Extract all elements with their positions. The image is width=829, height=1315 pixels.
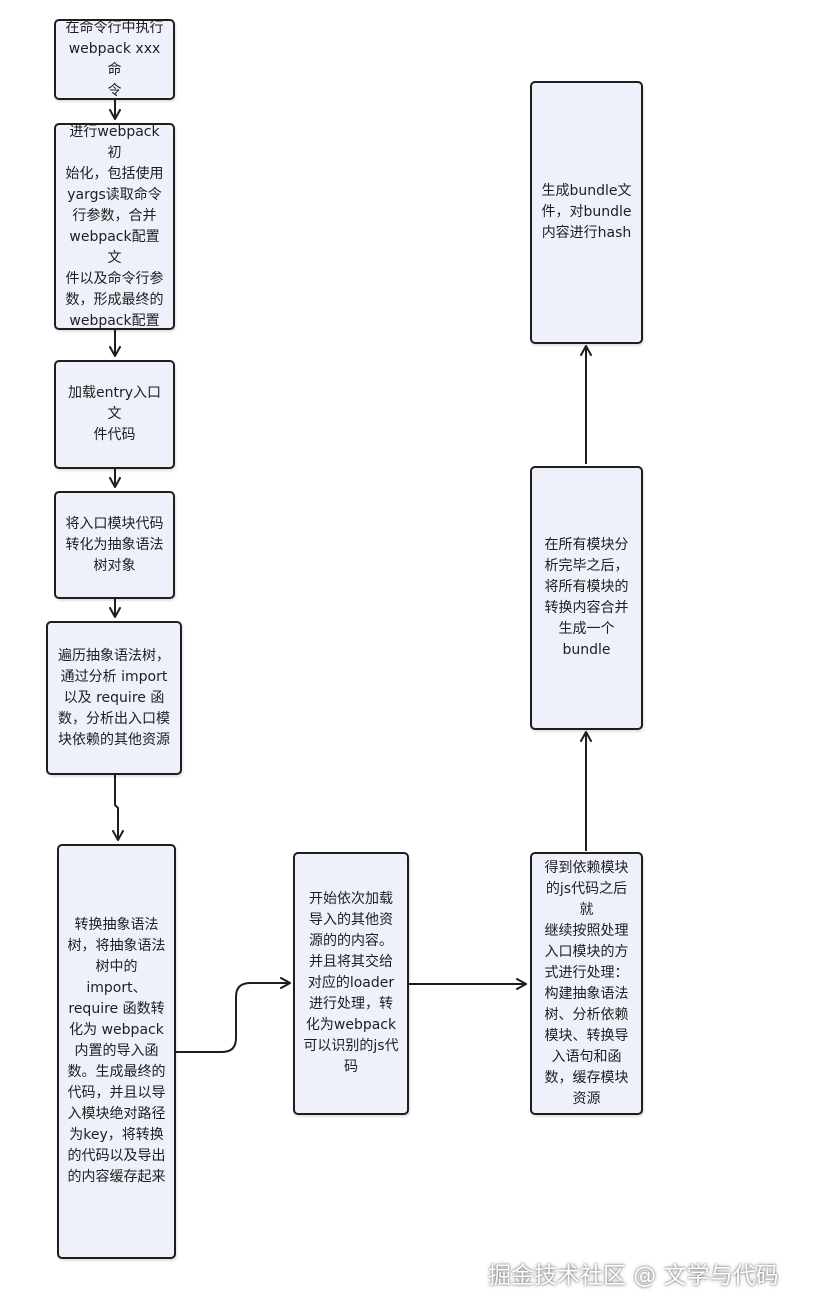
step-process-dependency-modules: 得到依赖模块 的js代码之后就 继续按照处理 入口模块的方 式进行处理： 构建抽… [530, 852, 643, 1115]
watermark: 掘金技术社区 @ 文学与代码 [488, 1263, 779, 1289]
edge-n5-n6 [112, 775, 124, 841]
step-text: 开始依次加载 导入的其他资 源的的内容。 并且将其交给 对应的loader 进行… [303, 891, 399, 1075]
step-text: 在所有模块分 析完毕之后， 将所有模块的 转换内容合并 生成一个 bundle [544, 537, 629, 658]
step-text: 将入口模块代码 转化为抽象语法 树对象 [65, 515, 164, 574]
step-generate-bundle-file: 生成bundle文 件，对bundle 内容进行hash [530, 81, 643, 344]
step-run-webpack-command: 在命令行中执行 webpack xxx 命 令 [54, 19, 175, 100]
step-text: 生成bundle文 件，对bundle 内容进行hash [541, 183, 632, 241]
step-load-dependencies-with-loaders: 开始依次加载 导入的其他资 源的的内容。 并且将其交给 对应的loader 进行… [293, 852, 409, 1115]
step-text: 转换抽象语法 树，将抽象语法 树中的 import、 require 函数转 化… [67, 917, 166, 1185]
step-text: 得到依赖模块 的js代码之后就 继续按照处理 入口模块的方 式进行处理： 构建抽… [544, 859, 629, 1107]
step-text: 在命令行中执行 webpack xxx 命 令 [65, 19, 164, 99]
step-merge-into-bundle: 在所有模块分 析完毕之后， 将所有模块的 转换内容合并 生成一个 bundle [530, 466, 643, 730]
step-transform-ast-and-cache: 转换抽象语法 树，将抽象语法 树中的 import、 require 函数转 化… [57, 844, 176, 1259]
step-traverse-ast-dependencies: 遍历抽象语法树， 通过分析 import 以及 require 函 数，分析出入… [46, 621, 182, 775]
step-parse-to-ast: 将入口模块代码 转化为抽象语法 树对象 [54, 491, 175, 599]
step-load-entry-file: 加载entry入口文 件代码 [54, 360, 175, 469]
edge-n6-n7 [176, 977, 291, 1053]
step-text: 遍历抽象语法树， 通过分析 import 以及 require 函 数，分析出入… [58, 647, 170, 748]
step-text: 加载entry入口文 件代码 [67, 385, 162, 443]
step-text: 进行webpack初 始化，包括使用 yargs读取命令 行参数，合并 webp… [65, 123, 164, 329]
step-initialize-webpack-config: 进行webpack初 始化，包括使用 yargs读取命令 行参数，合并 webp… [54, 123, 175, 330]
